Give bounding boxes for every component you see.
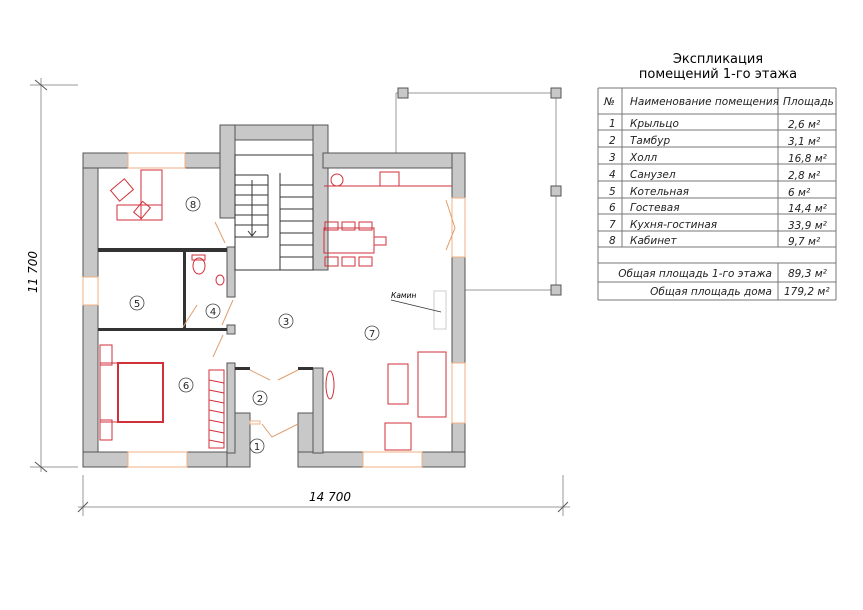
dimension-width: 14 700 [309, 490, 351, 504]
room-number-8: 8 [185, 196, 201, 212]
svg-text:3,1 м²: 3,1 м² [788, 136, 821, 148]
dimension-height: 11 700 [26, 251, 40, 293]
table-title-line1: Экспликация [673, 52, 763, 67]
svg-text:7: 7 [609, 219, 616, 231]
svg-text:1: 1 [254, 442, 260, 453]
svg-text:4: 4 [210, 307, 216, 318]
svg-text:14,4 м²: 14,4 м² [788, 203, 828, 215]
svg-text:5: 5 [134, 299, 140, 310]
terrace-post [550, 185, 562, 197]
svg-text:6 м²: 6 м² [788, 187, 811, 199]
svg-text:2: 2 [609, 135, 616, 147]
svg-text:3: 3 [609, 152, 616, 164]
fireplace [433, 290, 447, 330]
svg-text:89,3 м²: 89,3 м² [788, 268, 828, 280]
staircase [234, 154, 314, 271]
windows [82, 152, 466, 468]
svg-text:Общая площадь 1-го этажа: Общая площадь 1-го этажа [618, 268, 772, 280]
svg-text:6: 6 [609, 202, 616, 214]
terrace-post [550, 284, 562, 296]
svg-text:Крыльцо: Крыльцо [630, 118, 679, 130]
svg-text:7: 7 [369, 329, 375, 340]
header-num: № [603, 96, 615, 108]
room-number-2: 2 [252, 390, 268, 406]
svg-text:1: 1 [609, 118, 616, 130]
svg-text:2,8 м²: 2,8 м² [788, 170, 821, 182]
svg-text:2,6 м²: 2,6 м² [788, 119, 821, 131]
table-row: 5 Котельная 6 м² [609, 186, 811, 199]
table-row: 2 Тамбур 3,1 м² [609, 135, 821, 148]
table-row: 3 Холл 16,8 м² [609, 152, 828, 165]
svg-text:Общая площадь дома: Общая площадь дома [650, 286, 772, 298]
svg-text:2: 2 [257, 394, 263, 405]
svg-text:Кухня-гостиная: Кухня-гостиная [630, 219, 717, 231]
svg-text:8: 8 [190, 200, 196, 211]
table-title-line2: помещений 1-го этажа [639, 67, 797, 82]
svg-text:3: 3 [283, 317, 289, 328]
total-row: Общая площадь 1-го этажа 89,3 м² [618, 268, 827, 280]
doors [182, 199, 456, 438]
rooms-table: № Наименование помещения Площадь 1 Крыльц… [597, 87, 837, 301]
room-number-6: 6 [178, 377, 194, 393]
room-number-7: 7 [364, 325, 380, 341]
room-number-1: 1 [249, 438, 265, 454]
svg-text:Гостевая: Гостевая [630, 202, 680, 214]
room-numbers: 1 2 3 4 5 6 7 8 [129, 196, 380, 454]
svg-text:4: 4 [609, 169, 616, 181]
svg-text:33,9 м²: 33,9 м² [788, 220, 828, 232]
terrace-post [550, 87, 562, 99]
furniture [99, 169, 452, 451]
svg-text:Санузел: Санузел [630, 169, 676, 181]
room-number-4: 4 [205, 303, 221, 319]
terrace [395, 87, 562, 296]
table-row: 4 Санузел 2,8 м² [609, 169, 821, 182]
svg-text:Котельная: Котельная [630, 186, 689, 198]
table-row: 7 Кухня-гостиная 33,9 м² [609, 219, 828, 232]
walls [82, 124, 466, 468]
svg-text:5: 5 [609, 186, 616, 198]
svg-text:6: 6 [183, 381, 189, 392]
table-row: 8 Кабинет 9,7 м² [609, 235, 821, 248]
svg-text:9,7 м²: 9,7 м² [788, 236, 821, 248]
table-row: 6 Гостевая 14,4 м² [609, 202, 828, 215]
room-number-5: 5 [129, 295, 145, 311]
header-area: Площадь [783, 96, 834, 108]
terrace-post [397, 87, 409, 99]
svg-text:179,2 м²: 179,2 м² [784, 286, 830, 298]
svg-text:Тамбур: Тамбур [630, 135, 670, 147]
dimension-lines [30, 78, 570, 516]
header-name: Наименование помещения [630, 96, 779, 108]
table-row: 1 Крыльцо 2,6 м² [609, 118, 821, 131]
svg-text:8: 8 [609, 235, 616, 247]
svg-text:Кабинет: Кабинет [630, 235, 678, 247]
svg-text:16,8 м²: 16,8 м² [788, 153, 828, 165]
room-number-3: 3 [278, 313, 294, 329]
fireplace-label: Камин [391, 291, 416, 300]
svg-text:Холл: Холл [629, 152, 657, 164]
total-row: Общая площадь дома 179,2 м² [650, 286, 830, 298]
